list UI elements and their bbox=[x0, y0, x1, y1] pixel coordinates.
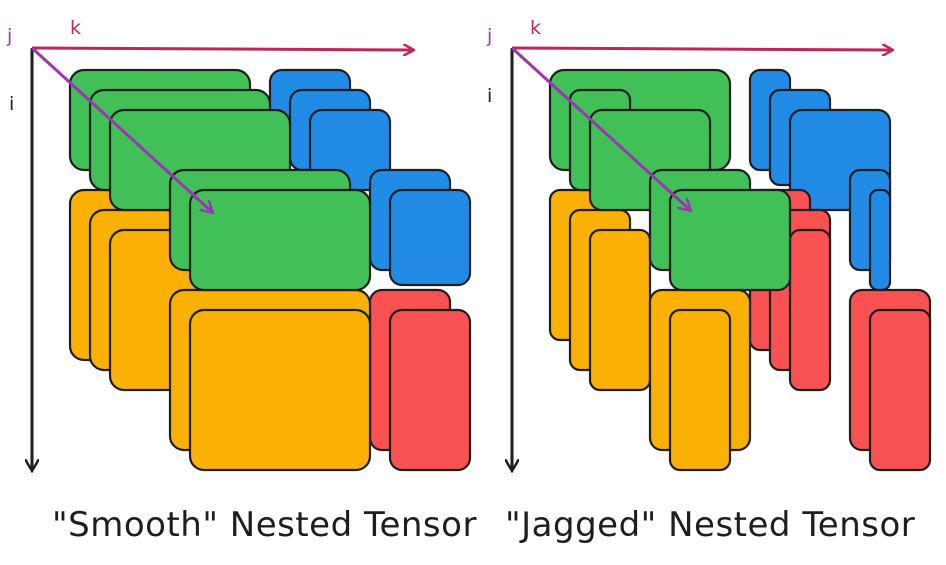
j-axis-arrow bbox=[30, 46, 212, 212]
jagged-caption: "Jagged" Nested Tensor bbox=[505, 505, 916, 545]
yellow-block bbox=[668, 308, 732, 472]
jagged-tensor-panel: j k i bbox=[486, 17, 932, 472]
blue-block bbox=[388, 188, 472, 287]
green-block bbox=[668, 188, 792, 292]
i-axis-label: i bbox=[9, 93, 14, 115]
smooth-tensor-panel: j k i bbox=[6, 17, 472, 472]
k-axis-arrow bbox=[31, 48, 413, 50]
yellow-block bbox=[188, 308, 372, 472]
j-axis-arrow bbox=[510, 46, 690, 210]
red-block bbox=[788, 228, 832, 392]
i-axis-label: i bbox=[487, 85, 492, 107]
k-axis-label: k bbox=[70, 17, 81, 39]
blue-block bbox=[868, 188, 892, 292]
j-axis-label: j bbox=[486, 25, 492, 47]
red-block bbox=[868, 308, 932, 472]
smooth-caption: "Smooth" Nested Tensor bbox=[52, 505, 477, 545]
k-axis-arrow bbox=[511, 48, 892, 50]
yellow-block bbox=[588, 228, 652, 392]
green-block bbox=[188, 188, 372, 292]
red-block bbox=[388, 308, 472, 472]
k-axis-label: k bbox=[530, 17, 541, 39]
j-axis-label: j bbox=[6, 25, 12, 47]
